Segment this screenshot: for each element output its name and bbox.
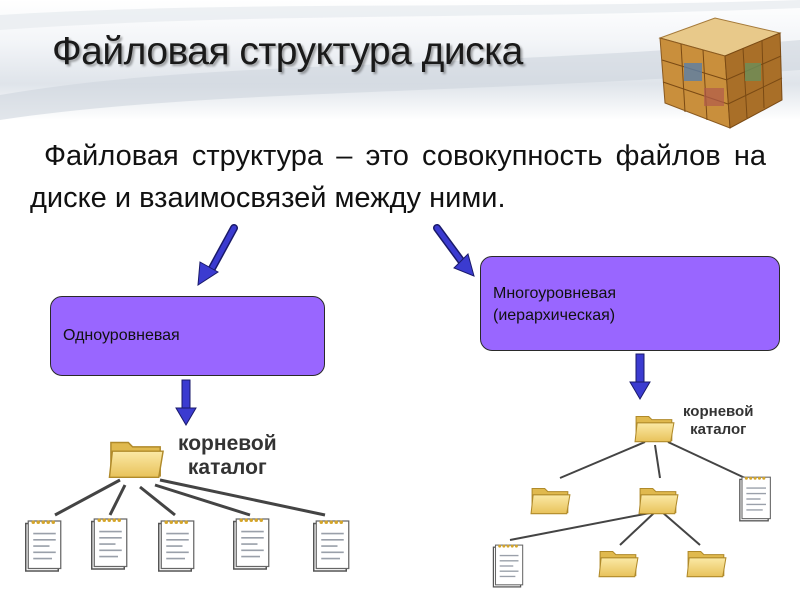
- header-swoosh: [0, 0, 800, 120]
- cube-logo: [658, 17, 783, 129]
- single-tree-connectors: [54, 478, 326, 517]
- arrow-down-single: [175, 379, 197, 426]
- multi-tree-connectors: [509, 441, 746, 546]
- definition-text: Файловая структура – это совокупность фа…: [30, 140, 766, 214]
- document-icon: [232, 517, 270, 570]
- folder-icon: [108, 441, 164, 479]
- document-icon: [90, 517, 128, 570]
- document-icon: [492, 543, 524, 588]
- document-icon: [157, 519, 195, 572]
- single-root-label: корневой каталог: [178, 432, 277, 480]
- folder-icon: [598, 550, 639, 578]
- single-root-label-line2: каталог: [187, 456, 267, 479]
- arrow-to-single: [197, 224, 238, 286]
- single-root-label-line1: корневой: [178, 432, 277, 455]
- document-icon: [739, 476, 772, 522]
- document-icon: [24, 519, 62, 572]
- multi-level-label-line2: (иерархическая): [493, 307, 616, 324]
- arrow-to-multi: [433, 224, 475, 277]
- folder-icon: [634, 415, 675, 443]
- arrow-down-multi: [629, 353, 651, 400]
- document-icon: [312, 519, 350, 572]
- slide-title: Файловая структура диска: [52, 30, 523, 73]
- multi-root-label-line2: каталог: [690, 421, 747, 438]
- folder-icon: [530, 487, 571, 515]
- single-level-box: Одноуровневая: [50, 296, 325, 376]
- multi-root-label: корневой каталог: [683, 403, 753, 439]
- multi-root-label-line1: корневой: [683, 403, 754, 420]
- multi-level-label-line1: Многоуровневая: [493, 285, 616, 302]
- folder-icon: [686, 550, 727, 578]
- single-level-label: Одноуровневая: [63, 327, 180, 344]
- folder-icon: [638, 487, 679, 515]
- multi-level-box: Многоуровневая (иерархическая): [480, 256, 780, 351]
